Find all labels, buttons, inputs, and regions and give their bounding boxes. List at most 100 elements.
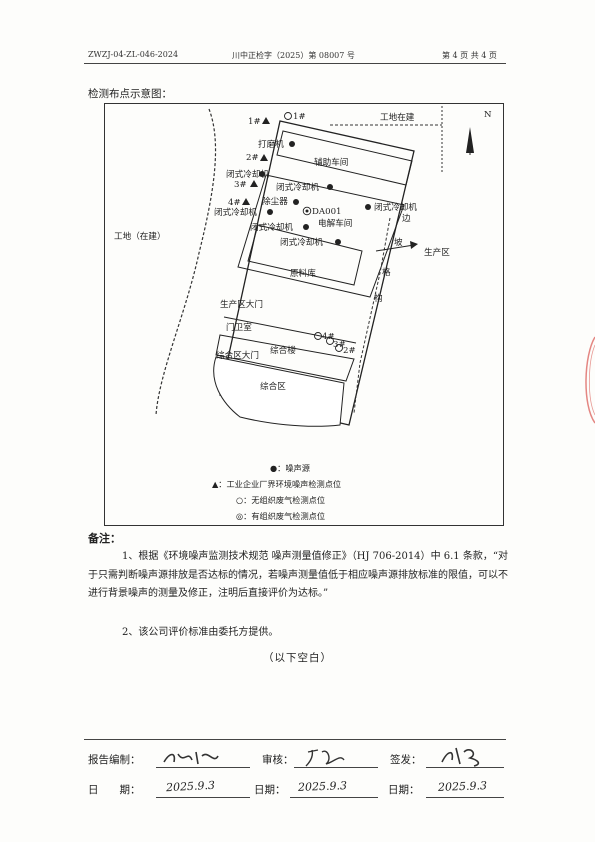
legend-boundary-noise: ▲：工业企业厂界环境噪声检测点位: [212, 478, 341, 490]
date-value-3: 2025.9.3: [437, 779, 488, 794]
legend-text: ：工业企业厂界环境噪声检测点位: [218, 479, 342, 489]
circle-marker-icon: [284, 112, 292, 120]
report-number: 川中正检字（2025）第 08007 号: [232, 51, 355, 60]
label-admin-gate: 综合区大门: [216, 349, 259, 361]
label-raw-store: 原料库: [290, 267, 316, 279]
legend-unorganized-gas: ○：无组织废气检测点位: [236, 494, 325, 506]
label-aux-workshop: 辅助车间: [314, 156, 348, 168]
point-label-3: 3#: [234, 180, 247, 190]
figure-frame: [104, 103, 504, 526]
site-map: N 1# 2# 3# 4# 1# 4# 3# 2# DA001: [114, 106, 492, 427]
issue-label: 签发：: [390, 754, 422, 766]
label-electrolysis: 电解车间: [318, 217, 352, 229]
label-admin-building: 综合楼: [270, 344, 296, 356]
north-arrow-icon: [466, 127, 474, 155]
date-line-1: [156, 797, 250, 798]
legend-text: ：有组织废气检测点位: [243, 511, 326, 521]
raw-store-outline: [247, 224, 363, 286]
slope-boundary: [353, 217, 391, 414]
point-label-4: 4#: [228, 198, 241, 208]
dot-marker-icon: [303, 224, 309, 230]
figure-title: 检测布点示意图：: [88, 88, 172, 100]
legend-triangle-icon: ▲: [212, 479, 219, 489]
review-signature: [305, 749, 345, 767]
date-line-2: [290, 797, 378, 798]
signoff-rule: [84, 739, 506, 740]
date-label-1: 日 期：: [88, 784, 141, 796]
compiled-label: 报告编制：: [88, 754, 141, 766]
label-construction-left: 工地（在建）: [114, 230, 166, 242]
date-value-1: 2025.9.3: [165, 778, 216, 795]
compiled-signature: [163, 751, 219, 765]
label-guard-room: 门卫室: [226, 321, 252, 333]
issue-signature: [441, 747, 480, 767]
legend-dot-icon: ●: [270, 463, 278, 473]
end-of-content-mark: （以下空白）: [263, 652, 332, 664]
gas-point-label-4: 4#: [322, 332, 335, 342]
label-cooler-4: 闭式冷却机: [374, 201, 417, 213]
date-label-3: 日期：: [388, 784, 420, 796]
gas-point-label-2: 2#: [343, 346, 356, 356]
page-info: 第 4 页 共 4 页: [442, 51, 497, 60]
label-slope-1: 边: [402, 213, 411, 224]
gas-point-label-3: 3#: [333, 340, 346, 350]
gas-point-label-1: 1#: [293, 112, 306, 122]
circle-marker-icon: [326, 337, 334, 345]
dot-marker-icon: [289, 141, 295, 147]
label-construction-top: 工地在建: [380, 111, 415, 123]
date-label-2: 日期：: [254, 784, 286, 796]
gate-line: [223, 316, 357, 344]
triangle-marker-icon: [242, 198, 250, 205]
dot-marker-icon: [365, 204, 371, 210]
seam-stamp: [585, 336, 595, 424]
label-cooler-1: 闭式冷却机: [226, 168, 269, 180]
issue-signature-line: [426, 767, 504, 768]
aux-workshop-outline: [276, 130, 413, 186]
electrolysis-workshop-outline: [237, 174, 405, 298]
dot-marker-icon: [327, 184, 333, 190]
label-production-area: 生产区: [424, 246, 450, 258]
admin-building-outline: [215, 334, 355, 382]
label-production-gate: 生产区大门: [220, 298, 263, 310]
label-dust-collector: 除尘器: [262, 195, 288, 207]
notes-title: 备注：: [88, 532, 121, 545]
label-grinder: 打磨机: [258, 138, 284, 150]
review-signature-line: [294, 767, 378, 768]
note-item-2: 2、该公司评价标准由委托方提供。: [122, 627, 279, 638]
legend-organized-gas: ◎：有组织废气检测点位: [236, 510, 325, 522]
organized-gas-point: [302, 206, 312, 216]
point-label-1: 1#: [248, 117, 261, 127]
dot-marker-icon: [259, 171, 265, 177]
north-label: N: [484, 110, 492, 120]
site-boundary: [219, 120, 415, 426]
label-slope-2: 坡: [394, 236, 403, 248]
triangle-marker-icon: [250, 180, 258, 187]
legend-circle-icon: ○: [236, 495, 244, 505]
note-item-1: 1、根据《环境噪声监测技术规范 噪声测量值修正》（HJ 706-2014）中 6…: [88, 551, 508, 599]
label-slope-3: 格: [382, 266, 391, 278]
dot-marker-icon: [267, 209, 273, 215]
point-label-2: 2#: [246, 153, 259, 163]
admin-area-outline: [213, 356, 345, 427]
triangle-marker-icon: [262, 117, 270, 124]
label-cooler-3: 闭式冷却机: [214, 206, 257, 218]
legend-text: ：噪声源: [277, 463, 310, 473]
production-area-arrow-icon: [375, 241, 418, 252]
doc-code: ZWZJ-04-ZL-046-2024: [88, 50, 179, 59]
boundary-noise-points: [242, 117, 270, 205]
circle-marker-icon: [314, 332, 322, 340]
compiled-signature-line: [156, 767, 250, 768]
triangle-marker-icon: [260, 154, 268, 161]
left-boundary-line: [155, 108, 217, 416]
dot-marker-icon: [293, 199, 299, 205]
label-admin-area: 综合区: [260, 380, 286, 392]
legend-text: ：无组织废气检测点位: [243, 495, 326, 505]
review-label: 审核：: [262, 754, 294, 766]
noise-sources: [259, 141, 371, 245]
legend-double-circle-icon: ◎: [236, 511, 244, 521]
label-cooler-6: 闭式冷却机: [280, 236, 323, 248]
header-rule: [84, 63, 506, 64]
unorganized-gas-points: [284, 112, 343, 352]
legend-noise-source: ●：噪声源: [270, 462, 310, 474]
label-cooler-2: 闭式冷却机: [276, 181, 319, 193]
